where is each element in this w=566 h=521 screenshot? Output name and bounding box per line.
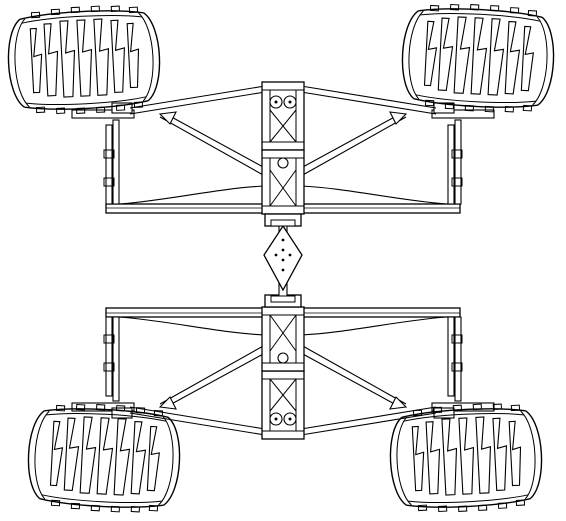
front-left-wheel xyxy=(5,2,163,118)
front-right-wheel xyxy=(399,0,557,116)
center-spine xyxy=(263,219,303,303)
rear-right-wheel xyxy=(387,400,545,516)
